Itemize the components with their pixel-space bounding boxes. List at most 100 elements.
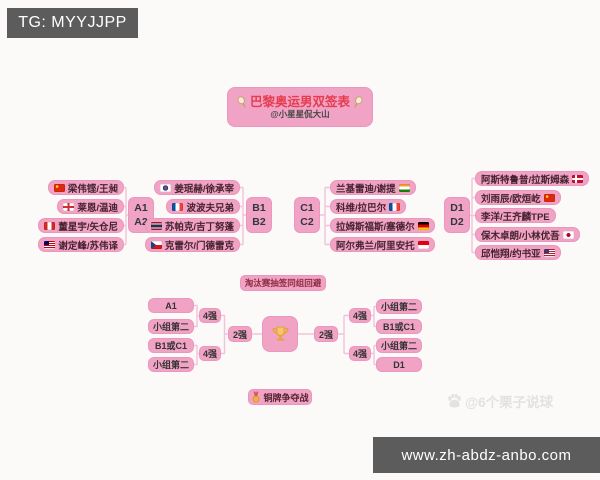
team-name: 苏帕克/吉丁努蓬 <box>164 221 234 233</box>
title-text: 巴黎奥运男双签表 <box>249 94 350 109</box>
group-slot-label: A2 <box>134 216 148 228</box>
india-flag-icon <box>398 183 410 192</box>
japan-flag-icon <box>562 230 574 239</box>
bracket-slot: 小组第二 <box>376 338 422 353</box>
group-c-label: C1 C2 <box>294 197 320 233</box>
group-b-label: B1 B2 <box>246 197 272 233</box>
team-box: 波波夫兄弟 <box>166 199 240 214</box>
team-box: 李洋/王齐麟TPE <box>475 208 556 223</box>
france-flag-icon <box>389 202 401 211</box>
group-slot-label: A1 <box>134 202 148 214</box>
team-name: 阿斯特鲁普/拉斯姆森 <box>481 174 570 186</box>
round-text: 2强 <box>232 329 247 340</box>
team-box: 科维/拉巴尔 <box>330 199 407 214</box>
bronze-match-box: 铜牌争夺战 <box>248 389 312 405</box>
round-text: 4强 <box>202 311 217 321</box>
bracket-slot: 小组第二 <box>376 299 422 314</box>
france-flag-icon <box>172 202 184 211</box>
semifinal-label: 4强 <box>349 346 371 361</box>
round-text: 2强 <box>318 329 333 340</box>
round-text: 4强 <box>352 349 367 359</box>
author-handle: @小星星侃大山 <box>270 108 330 119</box>
tg-label: TG: MYYJJPP <box>18 14 127 31</box>
malaysia-flag-icon <box>44 240 56 249</box>
watermark: @6个栗子说球 <box>446 391 553 411</box>
team-name: 克雷尔/门德雷克 <box>164 240 234 252</box>
trophy-icon <box>272 326 288 341</box>
team-name: 莱恩/温迪 <box>77 202 118 214</box>
team-name: 刘雨辰/欧烜屹 <box>481 193 541 205</box>
slot-text: D1 <box>393 359 405 370</box>
team-name: 谢定峰/苏伟译 <box>58 240 118 252</box>
group-slot-label: B2 <box>252 216 266 228</box>
badminton-racket-icon <box>354 95 363 108</box>
final-label: 2强 <box>228 326 252 342</box>
badminton-racket-icon <box>237 95 246 108</box>
slot-text: 小组第二 <box>380 341 417 351</box>
team-name: 梁伟铿/王昶 <box>67 183 118 195</box>
usa-flag-icon <box>543 248 555 257</box>
round-text: 4强 <box>202 349 217 359</box>
team-box: 阿尔弗兰/阿里安托 <box>330 237 435 252</box>
champion-box <box>262 316 298 352</box>
team-name: 姜珉赫/徐承宰 <box>174 183 234 195</box>
team-box: 苏帕克/吉丁努蓬 <box>144 218 240 233</box>
group-a-label: A1 A2 <box>128 197 154 233</box>
team-box: 莱恩/温迪 <box>57 199 124 214</box>
south-korea-flag-icon <box>160 183 172 192</box>
medal-icon <box>253 391 260 402</box>
team-name: 邱恺翔/约书亚 <box>481 248 541 260</box>
slot-text: B1或C1 <box>154 341 187 351</box>
slot-text: 小组第二 <box>380 302 417 312</box>
team-box: 邱恺翔/约书亚 <box>475 245 561 260</box>
title-box: 巴黎奥运男双签表 @小星星侃大山 <box>227 87 373 127</box>
canada-flag-icon <box>44 221 56 230</box>
team-box: 拉姆斯福斯/塞德尔 <box>330 218 435 233</box>
group-slot-label: D2 <box>450 216 464 228</box>
group-slot-label: D1 <box>450 202 464 214</box>
team-name: 李洋/王齐麟TPE <box>481 211 550 223</box>
germany-flag-icon <box>417 221 429 230</box>
denmark-flag-icon <box>572 174 584 183</box>
slot-text: 小组第二 <box>152 322 189 332</box>
team-name: 保木卓朗/小林优吾 <box>481 230 560 242</box>
team-box: 保木卓朗/小林优吾 <box>475 227 580 242</box>
semifinal-label: 4强 <box>199 346 221 361</box>
team-name: 拉姆斯福斯/塞德尔 <box>336 221 415 233</box>
bracket-slot: 小组第二 <box>148 319 194 334</box>
baidu-paw-icon <box>448 393 461 407</box>
team-box: 兰基雷迪/谢提 <box>330 180 416 195</box>
group-slot-label: B1 <box>252 202 266 214</box>
group-slot-label: C2 <box>300 216 314 228</box>
knockout-note-text: 淘汰赛抽签同组回避 <box>244 278 322 288</box>
china-flag-icon <box>53 183 65 192</box>
team-box: 阿斯特鲁普/拉斯姆森 <box>475 171 590 186</box>
team-name: 科维/拉巴尔 <box>336 202 387 214</box>
watermark-text: @6个栗子说球 <box>465 395 554 410</box>
semifinal-label: 4强 <box>199 308 221 323</box>
team-name: 兰基雷迪/谢提 <box>336 183 396 195</box>
slot-text: B1或C1 <box>382 322 415 332</box>
semifinal-label: 4强 <box>349 308 371 323</box>
bracket-slot: D1 <box>376 357 422 372</box>
url-overlay-bar: www.zh-abdz-anbo.com <box>373 437 600 473</box>
team-box: 刘雨辰/欧烜屹 <box>475 190 561 205</box>
team-box: 梁伟铿/王昶 <box>47 180 124 195</box>
england-flag-icon <box>63 202 75 211</box>
bracket-slot: A1 <box>148 298 194 313</box>
team-name: 董星宇/矢仓尼 <box>58 221 118 233</box>
bracket-slot: 小组第二 <box>148 357 194 372</box>
team-name: 阿尔弗兰/阿里安托 <box>336 240 415 252</box>
bracket-slot: B1或C1 <box>376 319 422 334</box>
knockout-note: 淘汰赛抽签同组回避 <box>240 275 326 291</box>
china-flag-icon <box>543 193 555 202</box>
team-box: 董星宇/矢仓尼 <box>38 218 124 233</box>
bracket-slot: B1或C1 <box>148 338 194 353</box>
bronze-match-text: 铜牌争夺战 <box>263 392 309 403</box>
team-box: 姜珉赫/徐承宰 <box>154 180 240 195</box>
team-box: 谢定峰/苏伟译 <box>38 237 124 252</box>
page-title: 巴黎奥运男双签表 <box>237 94 363 109</box>
indonesia-flag-icon <box>417 240 429 249</box>
slot-text: A1 <box>165 300 177 311</box>
